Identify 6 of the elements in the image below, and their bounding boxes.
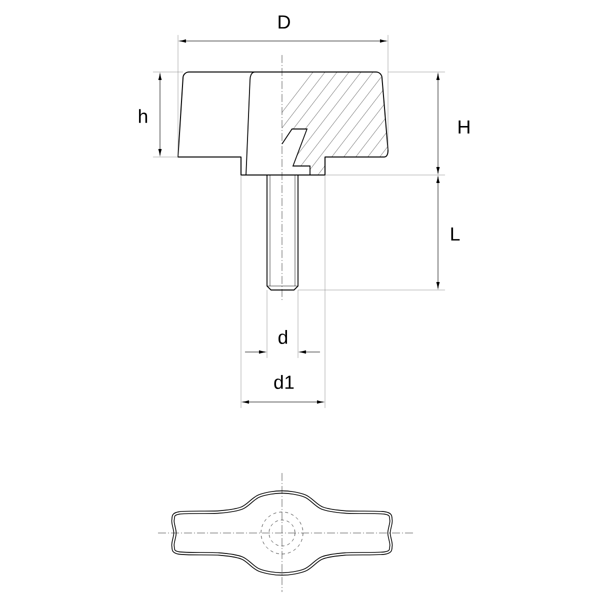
dimension-label: d1 — [274, 375, 294, 389]
dimension-label: L — [451, 227, 460, 241]
dimension-label: D — [278, 15, 290, 29]
dimension-label: d — [278, 330, 288, 344]
dimension-label: h — [139, 109, 148, 123]
dimension-label: H — [458, 120, 470, 134]
